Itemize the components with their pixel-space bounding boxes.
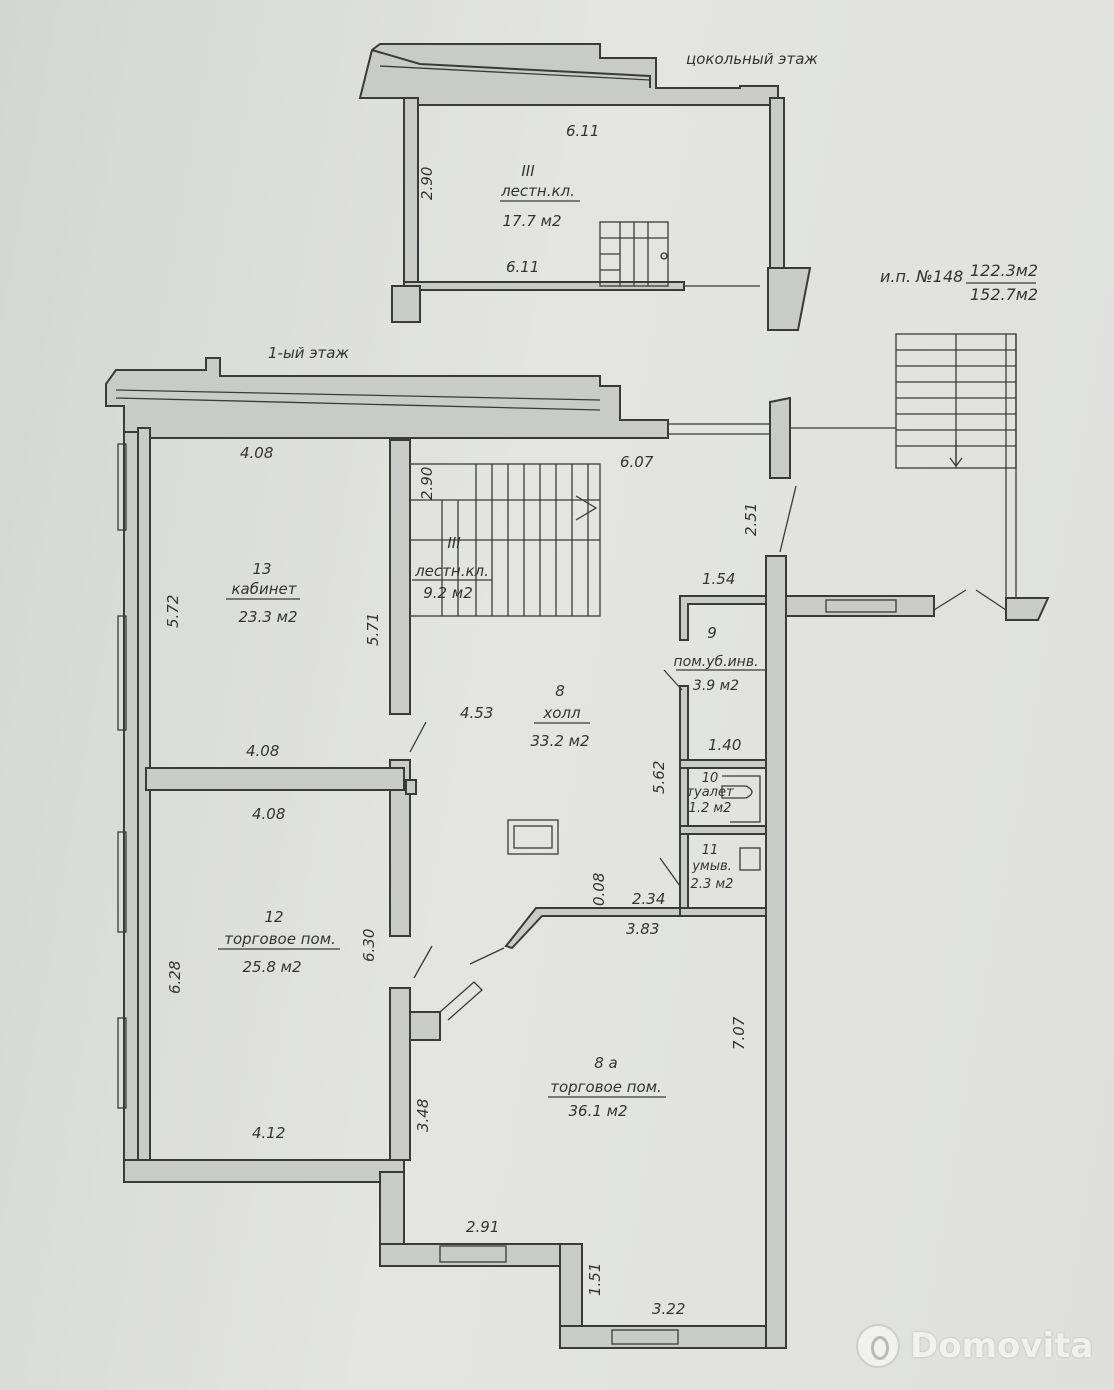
domovita-logo-text: Domovita — [910, 1326, 1094, 1366]
dim-5-72: 5.72 — [164, 595, 182, 628]
dim-3-22: 3.22 — [652, 1300, 685, 1318]
dim-6-07: 6.07 — [620, 453, 654, 471]
basement-plan: 6.11 6.11 2.90 III лестн.кл. 17.7 м2 — [358, 43, 812, 331]
basement-dim-side: 2.90 — [418, 167, 436, 200]
basement-floor-title: цокольный этаж — [686, 50, 818, 68]
room-13-number: 13 — [252, 560, 271, 578]
room-11-label: 11 умыв. 2.3 м2 — [691, 843, 734, 892]
basement-room-area: 17.7 м2 — [502, 212, 561, 230]
first-floor-title: 1-ый этаж — [268, 344, 349, 362]
room-11-name: умыв. — [691, 859, 732, 874]
dim-7-07: 7.07 — [730, 1016, 748, 1050]
dim-4-08-low: 4.08 — [252, 805, 285, 823]
room-13-name: кабинет — [231, 580, 297, 598]
room-8a-name: торговое пом. — [550, 1078, 662, 1096]
room-9-name: пом.уб.инв. — [673, 654, 758, 670]
dim-4-08-top: 4.08 — [240, 444, 273, 462]
first-floor-dimensions: 4.08 2.90 6.07 2.51 5.72 5.71 1.54 4.53 … — [164, 444, 760, 1318]
room-10-label: 10 туалет 1.2 м2 — [686, 771, 734, 816]
domovita-watermark: Domovita — [856, 1324, 1093, 1368]
room-10-number: 10 — [702, 771, 719, 786]
dim-5-62: 5.62 — [650, 761, 668, 794]
basement-dim-bottom: 6.11 — [506, 258, 539, 276]
room-8-area: 33.2 м2 — [530, 732, 589, 750]
dim-6-28: 6.28 — [166, 961, 184, 994]
dim-2-90: 2.90 — [418, 467, 436, 500]
room-stair-name: лестн.кл. — [414, 562, 489, 580]
basement-room-number: III — [521, 162, 535, 180]
room-8-number: 8 — [555, 682, 565, 700]
basement-stair-icon — [599, 221, 669, 287]
dim-3-83: 3.83 — [626, 920, 659, 938]
outside-stair-icon — [895, 333, 1017, 598]
room-8-name: холл — [542, 704, 581, 722]
room-stair-area: 9.2 м2 — [423, 584, 472, 602]
room-8a-number: 8 а — [594, 1054, 618, 1072]
room-12-label: 12 торговое пом. 25.8 м2 — [218, 908, 340, 976]
room-stair-label: III лестн.кл. 9.2 м2 — [412, 534, 492, 602]
dim-5-71: 5.71 — [364, 613, 382, 646]
room-9-area: 3.9 м2 — [693, 678, 739, 694]
dim-2-51: 2.51 — [742, 503, 760, 536]
summary-area-top: 122.3м2 — [970, 261, 1038, 280]
room-9-label: 9 пом.уб.инв. 3.9 м2 — [673, 624, 766, 694]
domovita-logo-icon — [856, 1324, 900, 1368]
basement-dim-top: 6.11 — [566, 122, 599, 140]
dim-1-51: 1.51 — [586, 1263, 604, 1296]
room-8-label: 8 холл 33.2 м2 — [530, 682, 590, 750]
dim-0-08: 0.08 — [590, 873, 608, 906]
dim-3-48: 3.48 — [414, 1099, 432, 1132]
room-13-label: 13 кабинет 23.3 м2 — [226, 560, 300, 626]
room-11-number: 11 — [702, 843, 719, 858]
dim-6-30: 6.30 — [360, 929, 378, 962]
room-10-area: 1.2 м2 — [689, 801, 732, 816]
room-8a-label: 8 а торговое пом. 36.1 м2 — [548, 1054, 666, 1120]
first-floor-stair-icon — [409, 463, 601, 617]
room-9-number: 9 — [707, 624, 717, 642]
dim-1-54: 1.54 — [702, 570, 735, 588]
dim-2-34: 2.34 — [632, 890, 665, 908]
basement-room-name: лестн.кл. — [500, 182, 575, 200]
room-12-number: 12 — [264, 908, 283, 926]
dim-2-91: 2.91 — [466, 1218, 499, 1236]
room-stair-number: III — [447, 534, 461, 552]
summary-block: и.п. №148 122.3м2 152.7м2 — [880, 261, 1038, 304]
room-11-area: 2.3 м2 — [691, 877, 734, 892]
room-13-area: 23.3 м2 — [238, 608, 297, 626]
dim-1-40: 1.40 — [708, 736, 741, 754]
room-8a-area: 36.1 м2 — [568, 1102, 627, 1120]
room-12-name: торговое пом. — [224, 930, 336, 948]
room-12-area: 25.8 м2 — [242, 958, 301, 976]
dim-4-12: 4.12 — [252, 1124, 285, 1142]
summary-area-bottom: 152.7м2 — [970, 285, 1038, 304]
dim-4-08-mid: 4.08 — [246, 742, 279, 760]
summary-label: и.п. №148 — [880, 267, 963, 286]
dim-4-53: 4.53 — [460, 704, 493, 722]
first-floor-plan — [105, 357, 1050, 1349]
room-10-name: туалет — [686, 785, 734, 800]
